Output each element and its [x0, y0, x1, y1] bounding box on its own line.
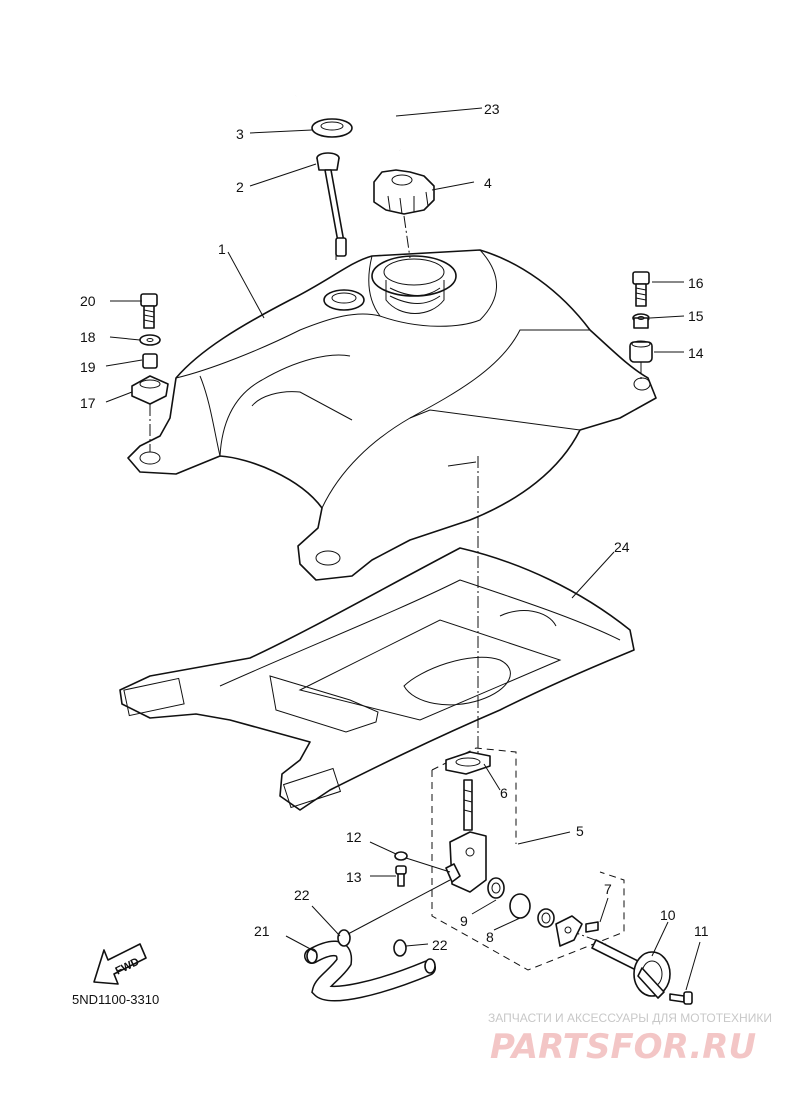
part-label-20: 20	[80, 293, 96, 309]
part-label-1: 1	[218, 241, 226, 257]
part-label-24: 24	[614, 539, 630, 555]
left-washer-part	[139, 334, 161, 346]
hose-clip-part	[337, 929, 407, 957]
part-label-7: 7	[604, 881, 612, 897]
watermark-tagline: ЗАПЧАСТИ И АКСЕССУАРЫ ДЛЯ МОТОТЕХНИКИ	[488, 1011, 772, 1025]
part-label-19: 19	[80, 359, 96, 375]
part-label-15: 15	[688, 308, 704, 324]
fuel-cock-assembly	[431, 747, 625, 971]
part-label-22a: 22	[294, 887, 310, 903]
part-label-5: 5	[576, 823, 584, 839]
part-label-8: 8	[486, 929, 494, 945]
screw-13-part	[395, 865, 407, 887]
part-label-3: 3	[236, 126, 244, 142]
part-label-16: 16	[688, 275, 704, 291]
right-collar-part	[632, 313, 650, 329]
part-label-17: 17	[80, 395, 96, 411]
left-damper-part	[131, 375, 169, 405]
part-label-13: 13	[346, 869, 362, 885]
fuel-tank-body	[127, 249, 657, 581]
part-label-14: 14	[688, 345, 704, 361]
washer-12-part	[394, 851, 408, 861]
lever-screw-part	[669, 991, 693, 1005]
drawing-code: 5ND1100-3310	[72, 992, 159, 1007]
watermark-brand: PARTSFOR.RU	[490, 1027, 756, 1067]
fuel-gauge-part	[316, 152, 347, 257]
right-damper-part	[629, 340, 653, 363]
watermark: ЗАПЧАСТИ И АКСЕССУАРЫ ДЛЯ МОТОТЕХНИКИ PA…	[488, 1011, 772, 1067]
fuel-cap-part	[373, 169, 435, 215]
part-label-2: 2	[236, 179, 244, 195]
part-label-11: 11	[694, 923, 709, 939]
breather-hose-part	[295, 90, 402, 151]
forward-arrow-icon: FWD	[93, 943, 147, 985]
fuel-lever-part	[591, 939, 671, 999]
tank-tray-part	[119, 547, 635, 811]
part-label-23: 23	[484, 101, 500, 117]
part-label-21: 21	[254, 923, 270, 939]
part-label-12: 12	[346, 829, 362, 845]
part-label-22b: 22	[432, 937, 448, 953]
left-bolt-part	[140, 293, 158, 329]
part-label-4: 4	[484, 175, 492, 191]
part-label-9: 9	[460, 913, 468, 929]
fuel-hose-part	[304, 940, 436, 1002]
right-bolt-part	[632, 271, 650, 307]
part-number-labels: 1 2 3 4 5 6 7 8 9 10 11 12 13 14 15 16 1…	[80, 101, 709, 953]
left-collar-part	[142, 353, 158, 369]
part-label-18: 18	[80, 329, 96, 345]
leader-lines	[105, 107, 701, 991]
part-label-10: 10	[660, 907, 676, 923]
part-label-6: 6	[500, 785, 508, 801]
grommet-part	[311, 118, 353, 138]
